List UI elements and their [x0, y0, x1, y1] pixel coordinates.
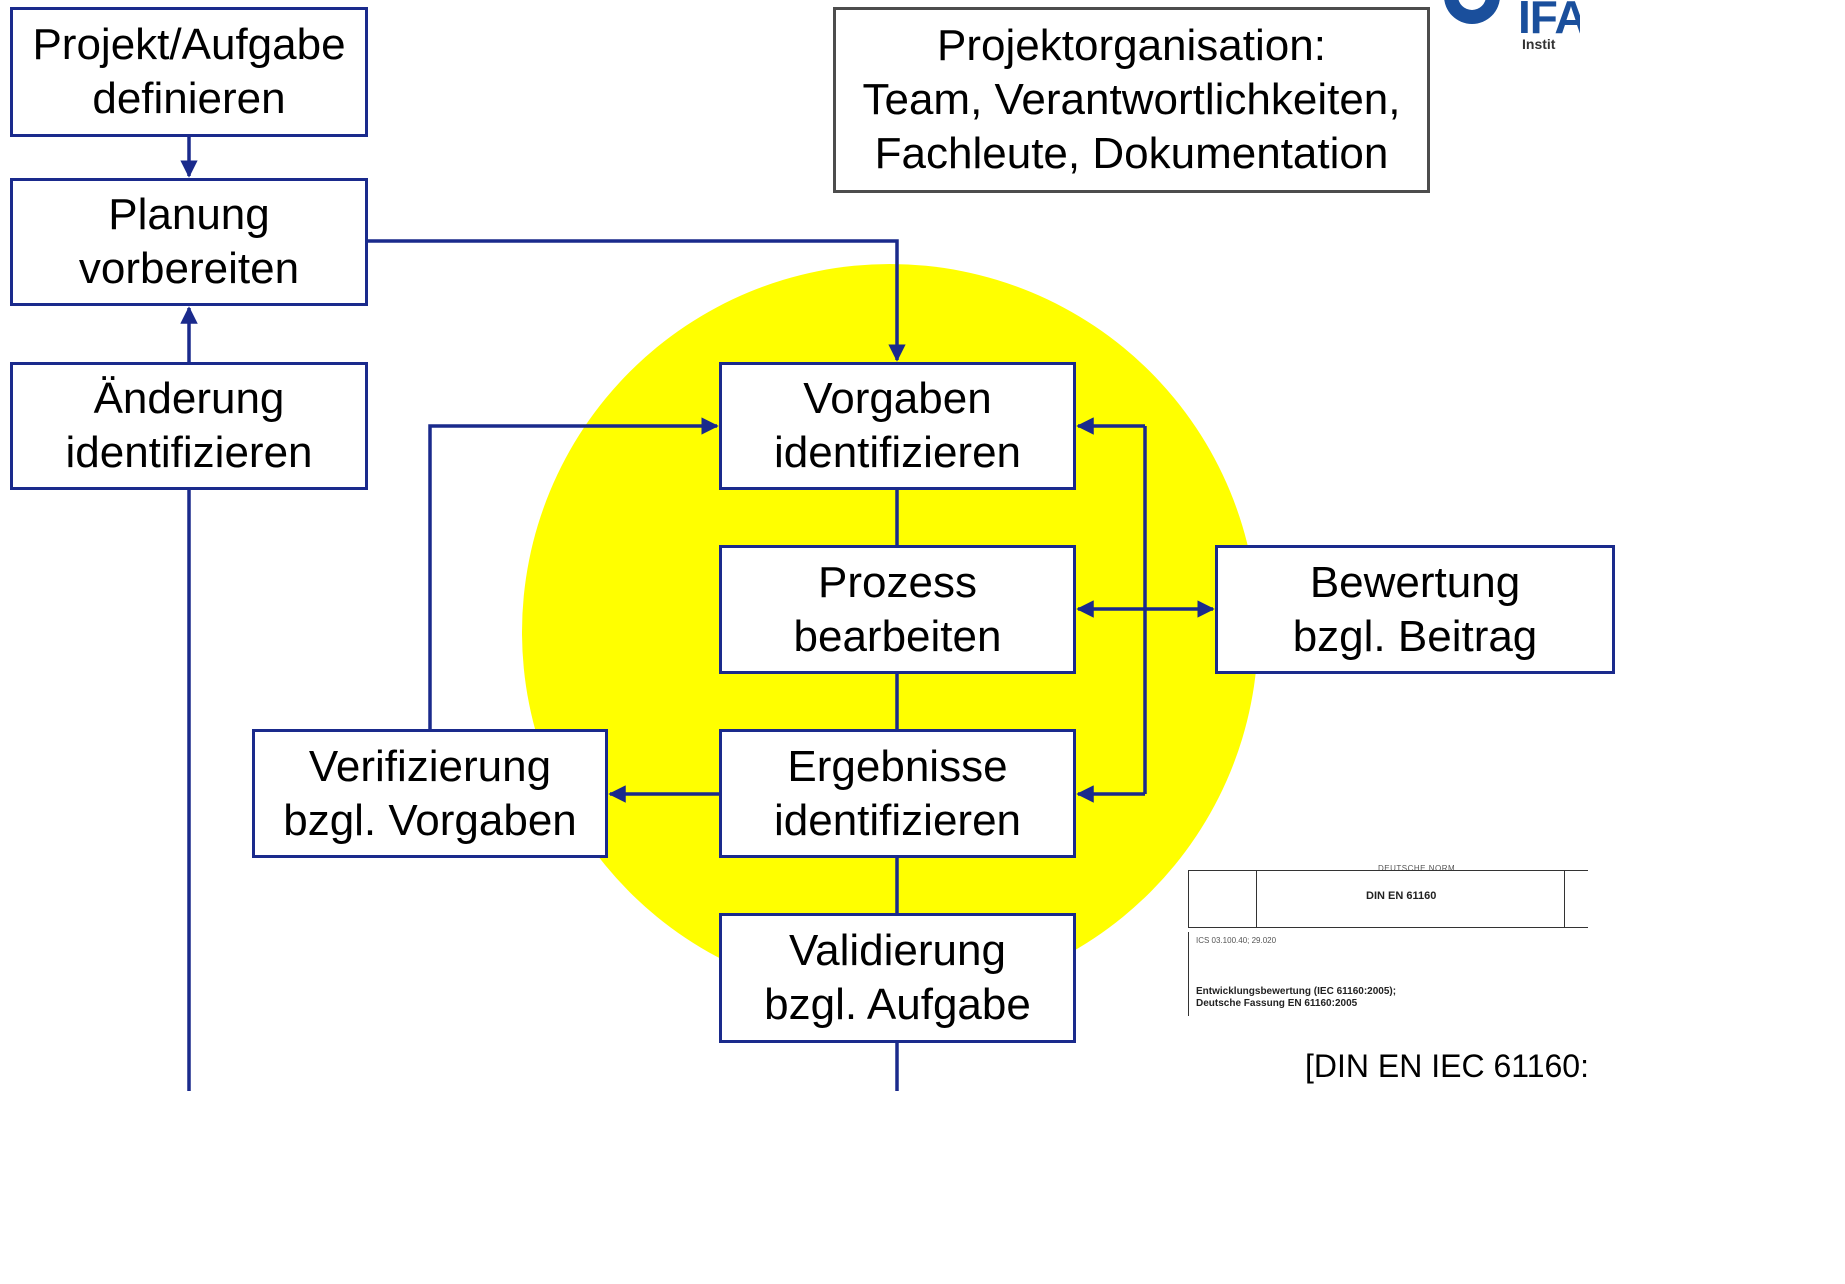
- box-bewertung-line2: bzgl. Beitrag: [1292, 611, 1538, 661]
- box-verifizierung-line2: bzgl. Vorgaben: [283, 795, 577, 845]
- box-projekt-definieren-line2: definieren: [92, 74, 286, 123]
- box-validierung-line1: Validierung: [789, 926, 1006, 975]
- norm-frame-divider-left: [1256, 870, 1257, 928]
- box-vorgaben-line1: Vorgaben: [803, 374, 992, 423]
- box-validierung-line2: bzgl. Aufgabe: [764, 980, 1031, 1029]
- box-aenderung-line2: identifizieren: [65, 428, 313, 477]
- box-organisation-line2: Team, Verantwortlichkeiten,: [862, 75, 1401, 124]
- norm-title-frame: [1188, 870, 1588, 928]
- box-planung-vorbereiten: Planung vorbereiten: [10, 178, 368, 306]
- box-planung-line1: Planung: [108, 190, 270, 239]
- din-norm-document-thumbnail: DEUTSCHE NORM DIN EN 61160 ICS 03.100.40…: [1188, 856, 1588, 1016]
- ifa-logo-mark: [1444, 0, 1500, 24]
- box-aenderung-identifizieren: Änderung identifizieren: [10, 362, 368, 490]
- norm-header: DEUTSCHE NORM: [1378, 864, 1456, 873]
- norm-frame-divider-right: [1564, 870, 1565, 928]
- norm-description: Entwicklungsbewertung (IEC 61160:2005); …: [1196, 986, 1396, 1010]
- box-vorgaben-identifizieren: Vorgaben identifizieren: [719, 362, 1076, 490]
- box-ergebnisse-line1: Ergebnisse: [787, 741, 1008, 791]
- box-projektorganisation: Projektorganisation: Team, Verantwortlic…: [833, 7, 1430, 193]
- box-prozess-bearbeiten: Prozess bearbeiten: [719, 545, 1076, 674]
- box-organisation-line1: Projektorganisation:: [937, 21, 1326, 70]
- box-verifizierung: Verifizierung bzgl. Vorgaben: [252, 729, 608, 858]
- box-verifizierung-line1: Verifizierung: [308, 741, 552, 791]
- norm-description-line2: Deutsche Fassung EN 61160:2005: [1196, 998, 1358, 1009]
- norm-ics: ICS 03.100.40; 29.020: [1196, 936, 1277, 945]
- box-projekt-definieren-line1: Projekt/Aufgabe: [32, 20, 346, 69]
- box-organisation-line3: Fachleute, Dokumentation: [874, 129, 1389, 178]
- box-validierung: Validierung bzgl. Aufgabe: [719, 913, 1076, 1043]
- norm-left-rule: [1188, 932, 1189, 1016]
- box-prozess-line1: Prozess: [818, 557, 977, 607]
- ifa-logo: IFA Instit: [1440, 0, 1580, 90]
- box-projekt-definieren: Projekt/Aufgabe definieren: [10, 7, 368, 137]
- box-prozess-line2: bearbeiten: [793, 611, 1002, 661]
- box-bewertung-line1: Bewertung: [1309, 557, 1521, 607]
- norm-title: DIN EN 61160: [1366, 890, 1437, 902]
- ifa-logo-word: IFA: [1518, 0, 1580, 43]
- arrow-plan-to-vorgaben: [368, 239, 906, 362]
- box-ergebnisse-line2: identifizieren: [773, 795, 1022, 845]
- norm-description-line1: Entwicklungsbewertung (IEC 61160:2005);: [1196, 986, 1397, 997]
- box-planung-line2: vorbereiten: [78, 244, 300, 293]
- source-citation: [DIN EN IEC 61160:: [1305, 1048, 1589, 1084]
- box-bewertung: Bewertung bzgl. Beitrag: [1215, 545, 1615, 674]
- box-ergebnisse-identifizieren: Ergebnisse identifizieren: [719, 729, 1076, 858]
- box-vorgaben-line2: identifizieren: [773, 428, 1022, 477]
- box-aenderung-line1: Änderung: [93, 374, 285, 423]
- arrow-verifizierung-to-vorgaben: [428, 417, 719, 729]
- ifa-logo-subtitle: Instit: [1522, 36, 1556, 52]
